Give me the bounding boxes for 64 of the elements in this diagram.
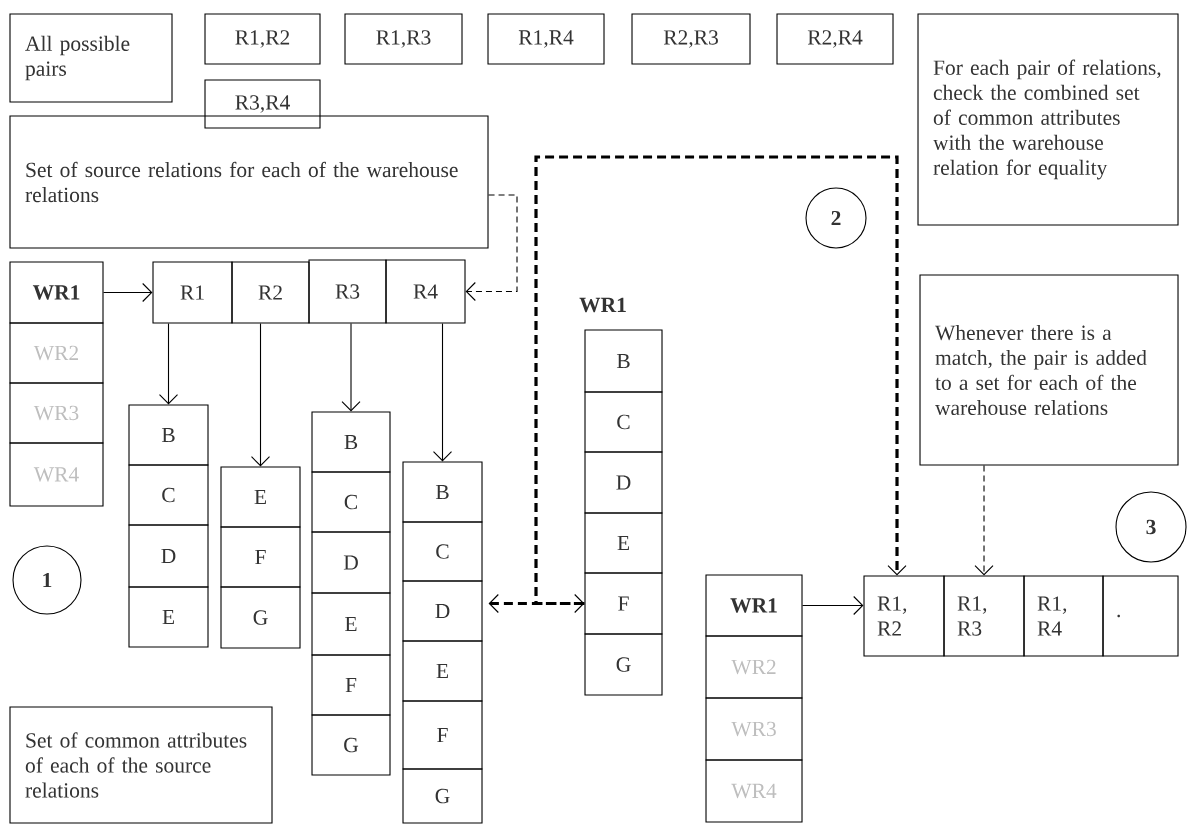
table-cell: G	[220, 586, 301, 649]
table-cell: WR4	[705, 759, 803, 823]
table-cell: B	[128, 404, 209, 466]
table-cell: WR2	[705, 635, 803, 699]
table-cell: B	[584, 329, 663, 393]
table-cell: D	[311, 531, 391, 594]
arrow	[432, 323, 453, 462]
table-cell: R1, R3	[943, 575, 1025, 657]
table-cell: WR3	[9, 382, 104, 444]
table-cell: WR4	[9, 442, 104, 507]
table-cell: .	[1102, 575, 1179, 657]
arrow	[802, 595, 864, 616]
table-cell: C	[128, 464, 209, 526]
table-cell: E	[402, 640, 483, 702]
text-box: Set of common attributes of each of the source relations	[9, 706, 273, 824]
table-cell: F	[220, 526, 301, 588]
pair-box: R3,R4	[204, 79, 321, 129]
arrow	[341, 323, 361, 412]
table-cell: C	[311, 471, 391, 533]
table-cell: B	[311, 411, 391, 473]
table-cell: C	[402, 521, 483, 582]
table-cell: R1, R4	[1023, 575, 1104, 657]
pair-box: R2,R4	[776, 13, 894, 65]
pair-box: R1,R3	[344, 13, 463, 65]
arrow	[250, 323, 271, 467]
pair-box: R2,R3	[631, 13, 751, 65]
arrow	[103, 282, 153, 303]
arrow	[158, 323, 179, 405]
table-cell: E	[128, 586, 209, 648]
step-number: 1	[12, 545, 82, 615]
step-number: 2	[805, 187, 867, 249]
table-cell: G	[311, 714, 391, 776]
arrow	[974, 465, 994, 576]
table-cell: WR1	[705, 574, 803, 637]
table-cell: F	[402, 700, 483, 770]
table-cell: R2	[231, 261, 310, 324]
table-cell: E	[311, 592, 391, 656]
table-cell: C	[584, 391, 663, 453]
table-cell: R3	[308, 259, 387, 324]
table-cell: D	[584, 451, 663, 514]
table-cell: F	[311, 654, 391, 716]
arrow	[465, 194, 518, 302]
text-box: For each pair of relations, check the combined set of common attributes with the warehouse relation for equality	[917, 13, 1179, 226]
table-cell: G	[402, 768, 483, 824]
text-box: All possible pairs	[9, 13, 173, 103]
table-cell: R1	[152, 261, 233, 324]
table-cell: D	[128, 524, 209, 588]
table-cell: WR1	[9, 261, 104, 324]
table-cell: G	[584, 633, 663, 696]
table-cell: D	[402, 580, 483, 642]
table-cell: WR3	[705, 697, 803, 761]
arrow	[534, 155, 907, 606]
pair-box: R1,R2	[204, 13, 321, 65]
text-box: Whenever there is a match, the pair is added to a set for each of the warehouse relations	[919, 274, 1179, 466]
table-cell: E	[220, 466, 301, 528]
text-box: Set of source relations for each of the warehouse relations	[9, 115, 489, 249]
pair-box: R1,R4	[487, 13, 605, 65]
table-cell: R4	[385, 259, 466, 324]
table-cell: B	[402, 461, 483, 523]
table-cell: WR2	[9, 322, 104, 384]
table-cell: E	[584, 512, 663, 574]
table-cell: R1, R2	[863, 575, 945, 657]
step-number: 3	[1115, 491, 1187, 563]
table-cell: F	[584, 572, 663, 635]
